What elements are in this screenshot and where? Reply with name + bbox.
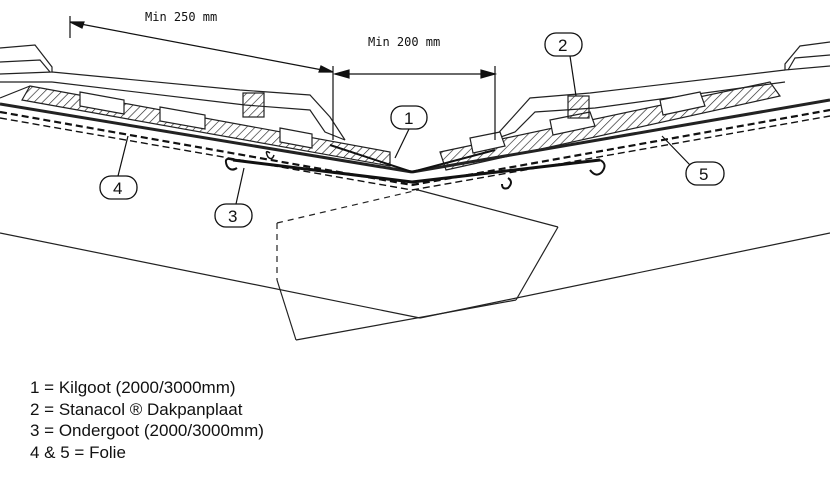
callout-4: 4 xyxy=(99,135,138,200)
callout-3: 3 xyxy=(214,167,253,228)
left-roof-layers xyxy=(0,44,413,174)
right-roof-layers xyxy=(411,41,830,174)
svg-text:4: 4 xyxy=(113,179,122,198)
callout-5: 5 xyxy=(661,135,725,186)
dimension-min-200 xyxy=(332,66,498,140)
rafter-outline xyxy=(0,189,830,341)
legend-item-1: 1 = Kilgoot (2000/3000mm) xyxy=(30,378,236,397)
dimension-min-250 xyxy=(69,16,334,140)
dimension-min-200-label: Min 200 mm xyxy=(368,35,440,49)
svg-text:5: 5 xyxy=(699,165,708,184)
legend-item-4-5: 4 & 5 = Folie xyxy=(30,442,126,462)
legend-item-2: 2 = Stanacol ® Dakpanplaat xyxy=(30,399,243,419)
svg-text:2: 2 xyxy=(558,36,567,55)
dimension-min-250-label: Min 250 mm xyxy=(145,10,217,24)
foil-layers xyxy=(0,108,830,191)
svg-text:3: 3 xyxy=(228,207,237,226)
legend-item-3: 3 = Ondergoot (2000/3000mm) xyxy=(30,421,264,440)
svg-text:1: 1 xyxy=(404,109,413,128)
callout-2: 2 xyxy=(544,32,583,97)
callout-1: 1 xyxy=(390,105,428,159)
legend: 1 = Kilgoot (2000/3000mm) 2 = Stanacol ®… xyxy=(30,377,264,463)
